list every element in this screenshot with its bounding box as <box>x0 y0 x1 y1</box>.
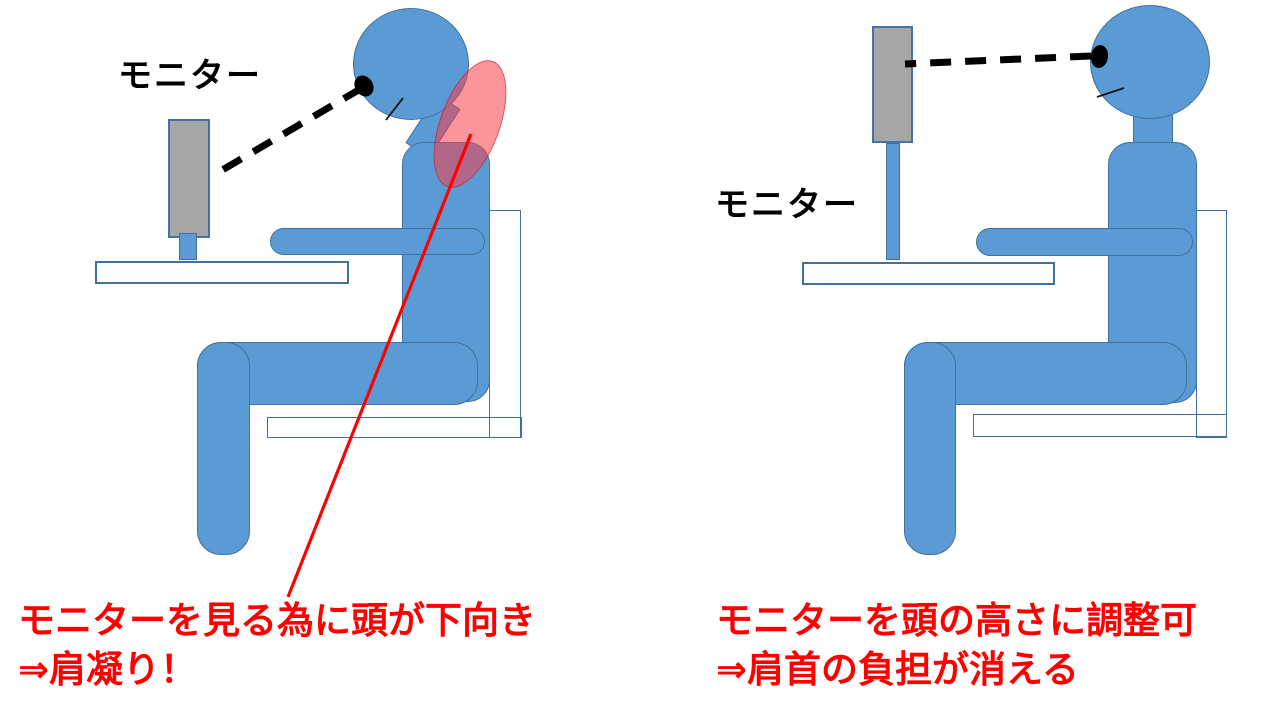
left-chair-backrest <box>489 210 521 438</box>
left-caption: モニターを見る為に頭が下向き ⇒肩凝り！ <box>18 596 536 694</box>
right-person-arm <box>976 228 1193 256</box>
right-monitor-screen <box>872 26 913 143</box>
right-monitor-label: モニター <box>715 186 859 224</box>
left-monitor-label: モニター <box>118 57 262 95</box>
right-caption-line1: モニターを頭の高さに調整可 <box>716 600 1197 641</box>
left-desk <box>95 261 349 284</box>
left-chair-seat <box>267 417 522 438</box>
left-monitor-stand <box>179 233 197 260</box>
left-monitor-screen <box>168 119 210 238</box>
right-caption: モニターを頭の高さに調整可 ⇒肩首の負担が消える <box>716 596 1197 694</box>
right-monitor-raised-stand <box>886 143 900 260</box>
right-chair-backrest <box>1196 210 1227 438</box>
right-gaze-dashed-line <box>904 52 1092 68</box>
right-person-head <box>1090 5 1210 119</box>
right-chair-seat <box>973 414 1227 437</box>
right-desk <box>802 262 1055 285</box>
left-person-arm <box>270 228 485 255</box>
left-person-lower-leg <box>197 342 250 555</box>
left-caption-line1: モニターを見る為に頭が下向き <box>18 600 536 641</box>
right-person-lower-leg <box>904 342 956 555</box>
left-gaze-dashed-line <box>210 84 364 180</box>
left-caption-line2: ⇒肩凝り！ <box>18 649 198 690</box>
right-caption-line2: ⇒肩首の負担が消える <box>716 649 1079 690</box>
